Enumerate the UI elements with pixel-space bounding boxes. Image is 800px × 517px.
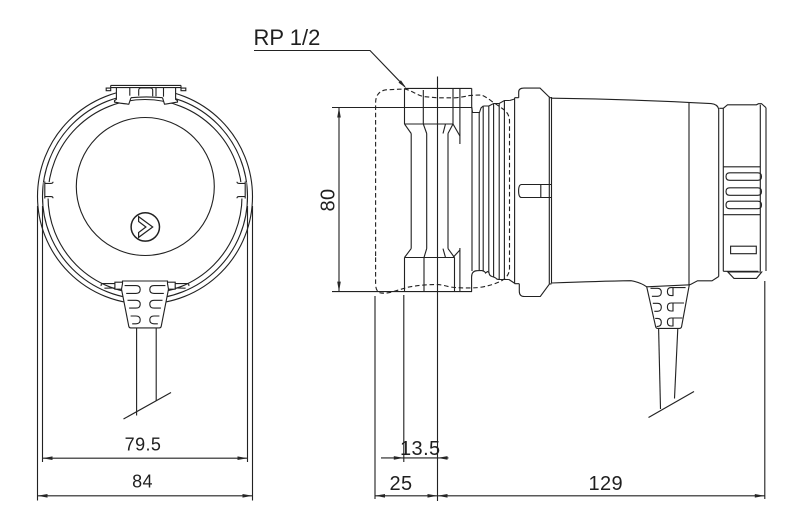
svg-text:25: 25 [389, 473, 412, 495]
svg-text:13.5: 13.5 [400, 438, 441, 460]
svg-text:84: 84 [132, 472, 153, 492]
svg-text:79.5: 79.5 [125, 435, 162, 455]
svg-text:RP 1/2: RP 1/2 [254, 25, 321, 50]
svg-text:80: 80 [318, 188, 340, 211]
svg-text:129: 129 [589, 473, 624, 495]
